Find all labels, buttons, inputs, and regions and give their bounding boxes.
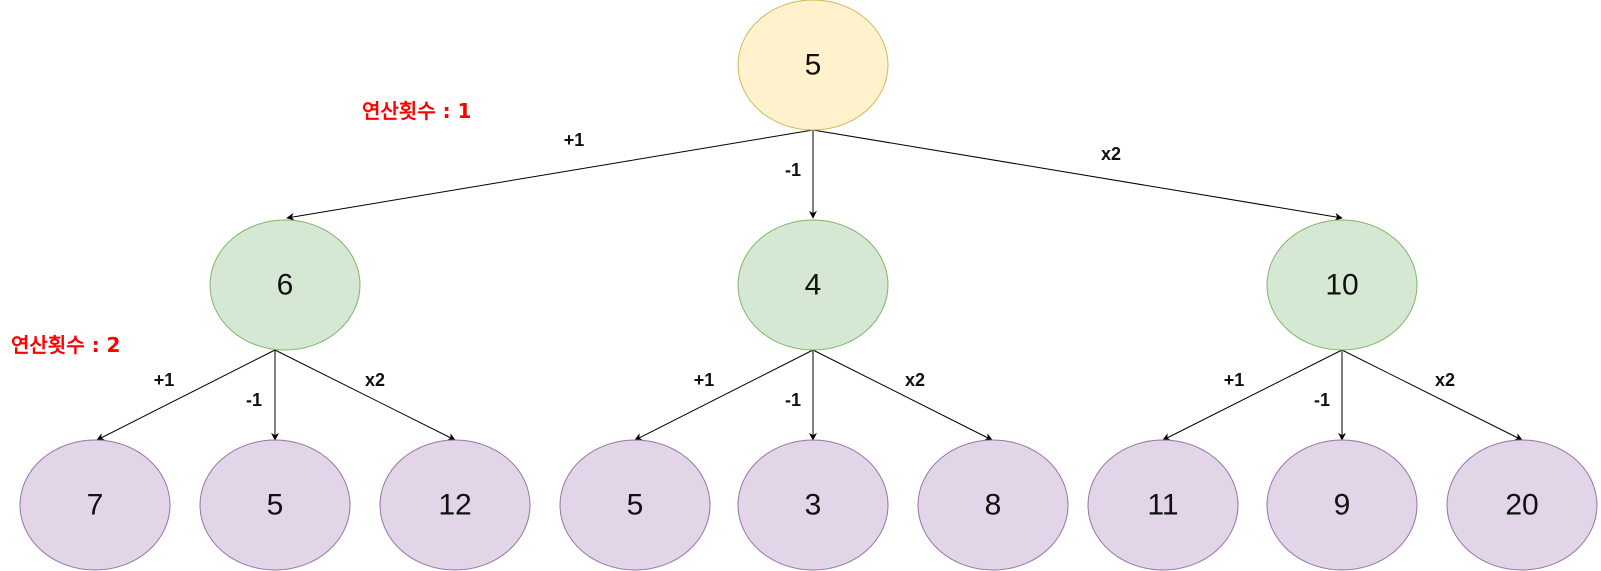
edge-label-minus-one: -1	[785, 390, 801, 410]
node-value: 3	[805, 489, 822, 522]
node-circle	[1446, 439, 1598, 571]
node-value: 7	[87, 489, 104, 522]
edge-root-to-node-6	[286, 129, 814, 221]
edge-label-times-two: x2	[1101, 144, 1121, 164]
edge-label-times-two: x2	[905, 370, 925, 390]
operation-count-label-level2: 연산횟수 : 2	[11, 333, 120, 357]
edge-6-to-12	[274, 349, 456, 441]
edge-10-to-20	[1341, 349, 1523, 441]
tree-node: 8	[917, 439, 1069, 571]
edge-label-minus-one: -1	[246, 390, 262, 410]
edges-level2	[96, 349, 1523, 441]
node-circle	[1087, 439, 1239, 571]
node-circle	[1266, 439, 1418, 571]
edge-4-to-8	[812, 349, 993, 441]
node-circle	[737, 439, 889, 571]
tree-node: 3	[737, 439, 889, 571]
tree-node: 10	[1266, 219, 1418, 351]
node-circle	[559, 439, 711, 571]
edge-root-to-node-10	[812, 129, 1343, 221]
node-value: 5	[267, 489, 284, 522]
root-node-value: 5	[805, 49, 822, 82]
tree-node: 12	[379, 439, 531, 571]
node-circle	[917, 439, 1069, 571]
tree-node: 20	[1446, 439, 1598, 571]
tree-node: 5	[199, 439, 351, 571]
node-value: 12	[438, 489, 471, 522]
edges-level1	[286, 129, 1343, 221]
node-value: 8	[985, 489, 1002, 522]
node-circle	[199, 439, 351, 571]
node-circle	[209, 219, 361, 351]
edge-labels-level1: +1 -1 x2	[564, 130, 1121, 180]
tree-node: 6	[209, 219, 361, 351]
level2-nodes: 7 5 12 5 3 8 11 9	[19, 439, 1598, 571]
edge-label-plus-one: +1	[564, 130, 585, 150]
edge-4-to-5	[634, 349, 814, 441]
tree-node: 11	[1087, 439, 1239, 571]
node-value: 5	[627, 489, 644, 522]
tree-node: 5	[559, 439, 711, 571]
node-circle	[1266, 219, 1418, 351]
node-circle	[737, 219, 889, 351]
node-circle	[379, 439, 531, 571]
node-value: 9	[1334, 489, 1351, 522]
edge-10-to-11	[1162, 349, 1343, 441]
edge-label-times-two: x2	[365, 370, 385, 390]
edge-label-plus-one: +1	[154, 370, 175, 390]
edge-labels-level2: +1 -1 x2 +1 -1 x2 +1 -1 x2	[154, 370, 1455, 410]
tree-node: 9	[1266, 439, 1418, 571]
edge-label-minus-one: -1	[785, 160, 801, 180]
edge-label-times-two: x2	[1435, 370, 1455, 390]
tree-node: 4	[737, 219, 889, 351]
node-value: 10	[1325, 269, 1358, 302]
edge-label-plus-one: +1	[694, 370, 715, 390]
node-circle	[19, 439, 171, 571]
edge-label-plus-one: +1	[1224, 370, 1245, 390]
edge-label-minus-one: -1	[1314, 390, 1330, 410]
root-node: 5	[737, 0, 889, 131]
node-value: 4	[805, 269, 822, 302]
operation-count-label-level1: 연산횟수 : 1	[362, 99, 471, 123]
level1-nodes: 6 4 10	[209, 219, 1418, 351]
node-value: 11	[1147, 489, 1178, 522]
root-node-circle	[737, 0, 889, 131]
tree-node: 7	[19, 439, 171, 571]
node-value: 6	[277, 269, 294, 302]
edge-6-to-7	[96, 349, 276, 441]
node-value: 20	[1505, 489, 1538, 522]
